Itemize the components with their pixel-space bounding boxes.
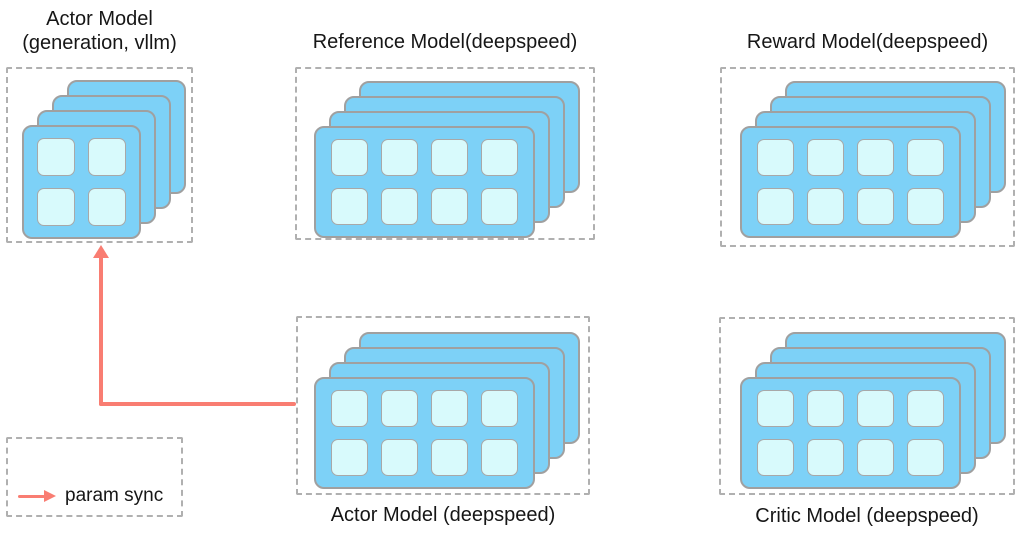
gpu-card — [740, 377, 961, 489]
reference-model-title: Reference Model(deepspeed) — [312, 31, 578, 53]
gpu-cell — [857, 188, 894, 225]
legend-box: param sync — [6, 437, 183, 517]
gpu-cell — [481, 390, 518, 427]
gpu-cell — [481, 439, 518, 476]
gpu-card — [22, 125, 141, 239]
gpu-cell — [381, 139, 418, 176]
gpu-cell — [757, 188, 794, 225]
actor-vllm-title-line1: Actor Model — [46, 8, 153, 30]
gpu-cell — [907, 139, 944, 176]
gpu-cell — [907, 439, 944, 476]
gpu-card — [314, 377, 535, 489]
gpu-cell — [757, 439, 794, 476]
gpu-cell — [431, 139, 468, 176]
gpu-cell — [907, 188, 944, 225]
gpu-card — [740, 126, 961, 238]
gpu-cell — [431, 439, 468, 476]
gpu-cell — [331, 439, 368, 476]
critic-model-box — [719, 317, 1015, 495]
param-sync-arrow-vertical-segment — [99, 255, 103, 406]
param-sync-arrowhead-icon — [93, 245, 109, 258]
gpu-card — [314, 126, 535, 238]
gpu-cell — [431, 188, 468, 225]
gpu-cell — [857, 139, 894, 176]
gpu-cell — [37, 188, 75, 226]
gpu-cell — [381, 390, 418, 427]
gpu-cell — [431, 390, 468, 427]
reward-model-box — [720, 67, 1015, 247]
reference-model-box — [295, 67, 595, 240]
actor-vllm-box — [6, 67, 193, 243]
gpu-cell — [381, 188, 418, 225]
critic-model-title: Critic Model (deepspeed) — [755, 505, 979, 527]
gpu-cell — [88, 188, 126, 226]
gpu-cell — [331, 188, 368, 225]
actor-deepspeed-title: Actor Model (deepspeed) — [330, 504, 556, 526]
gpu-cell — [807, 390, 844, 427]
gpu-cell — [88, 138, 126, 176]
param-sync-arrow-icon — [18, 490, 56, 502]
gpu-cell — [481, 139, 518, 176]
actor-vllm-title-line2: (generation, vllm) — [22, 32, 177, 54]
gpu-cell — [857, 439, 894, 476]
param-sync-arrow-horizontal-segment — [99, 402, 296, 406]
gpu-cell — [481, 188, 518, 225]
gpu-cell — [757, 390, 794, 427]
gpu-cell — [807, 188, 844, 225]
gpu-cell — [757, 139, 794, 176]
actor-deepspeed-box — [296, 316, 590, 495]
gpu-cell — [37, 138, 75, 176]
reward-model-title: Reward Model(deepspeed) — [746, 31, 989, 53]
gpu-cell — [907, 390, 944, 427]
gpu-cell — [331, 390, 368, 427]
gpu-cell — [381, 439, 418, 476]
actor-vllm-title: Actor Model (generation, vllm) — [6, 7, 193, 55]
legend-row: param sync — [18, 485, 163, 507]
gpu-cell — [807, 439, 844, 476]
legend-label: param sync — [65, 485, 164, 506]
gpu-cell — [331, 139, 368, 176]
gpu-cell — [857, 390, 894, 427]
gpu-cell — [807, 139, 844, 176]
